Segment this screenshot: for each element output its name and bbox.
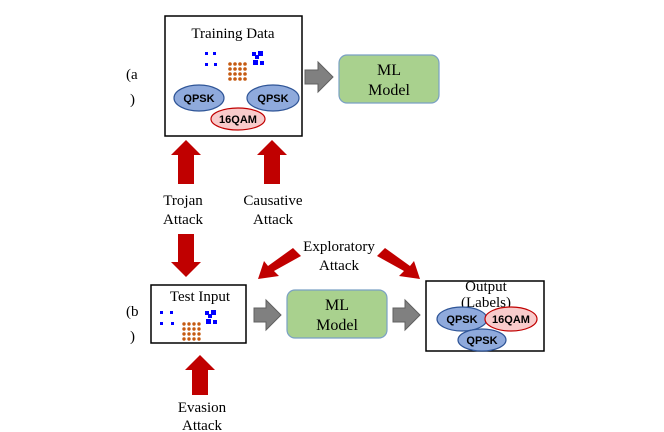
evasion-attack-line1: Evasion <box>178 400 227 416</box>
panel-b-label: (b <box>126 304 139 320</box>
training-16qam-label: 16QAM <box>219 114 257 126</box>
training-16qam-dots <box>228 62 247 81</box>
output-qpsk-label-2: QPSK <box>466 335 497 347</box>
training-data-box: Training Data QPSK QPSK 16QAM <box>164 15 303 137</box>
output-qpsk-ellipse-2 <box>457 328 507 352</box>
test-16qam-dots <box>182 322 201 341</box>
exploratory-attack-line1: Exploratory <box>303 239 375 255</box>
output-16qam-ellipse <box>484 306 538 332</box>
trojan-up-arrow <box>171 140 201 184</box>
test-qpsk-dots-left <box>160 311 174 325</box>
test-qpsk-dots-right <box>205 310 217 324</box>
training-qpsk-dots-right <box>252 51 264 65</box>
test-input-title: Test Input <box>170 289 231 305</box>
trojan-attack-line1: Trojan <box>163 193 203 209</box>
causative-attack-line1: Causative <box>243 193 302 209</box>
gray-arrow-test-to-ml <box>253 298 282 332</box>
exploratory-left-arrow <box>258 248 301 279</box>
gray-arrow-training-to-ml <box>304 60 334 94</box>
test-input-box: Test Input <box>150 284 247 344</box>
evasion-up-arrow <box>185 355 215 395</box>
trojan-attack-line2: Attack <box>163 212 203 228</box>
training-16qam-ellipse <box>210 107 266 131</box>
output-box: Output (Labels) QPSK 16QAM QPSK <box>425 279 545 352</box>
training-data-title: Training Data <box>191 26 275 42</box>
panel-b-label-close: ) <box>130 329 135 345</box>
exploratory-right-arrow <box>377 248 420 279</box>
output-title-line1: Output <box>465 279 508 295</box>
training-qpsk-ellipse-1 <box>173 84 225 112</box>
training-qpsk-label-1: QPSK <box>183 93 214 105</box>
ml-model-bottom-line1: ML <box>325 297 349 314</box>
training-qpsk-ellipse-2 <box>246 84 300 112</box>
ml-model-top-line2: Model <box>368 82 410 99</box>
ml-model-top: ML Model <box>338 54 440 104</box>
ml-model-bottom: ML Model <box>286 289 388 339</box>
output-16qam-label: 16QAM <box>492 314 530 326</box>
causative-attack-line2: Attack <box>253 212 293 228</box>
panel-a-label-close: ) <box>130 92 135 108</box>
trojan-down-arrow <box>171 234 201 277</box>
evasion-attack-line2: Attack <box>182 418 222 432</box>
training-qpsk-label-2: QPSK <box>257 93 288 105</box>
ml-model-top-line1: ML <box>377 62 401 79</box>
panel-a-label: (a <box>126 67 138 83</box>
ml-model-bottom-line2: Model <box>316 317 358 334</box>
exploratory-attack-line2: Attack <box>319 258 359 274</box>
causative-up-arrow <box>257 140 287 184</box>
training-qpsk-dots-left <box>205 52 217 66</box>
gray-arrow-ml-to-output <box>392 298 421 332</box>
output-title-line2: (Labels) <box>461 295 511 311</box>
output-qpsk-label-1: QPSK <box>446 314 477 326</box>
